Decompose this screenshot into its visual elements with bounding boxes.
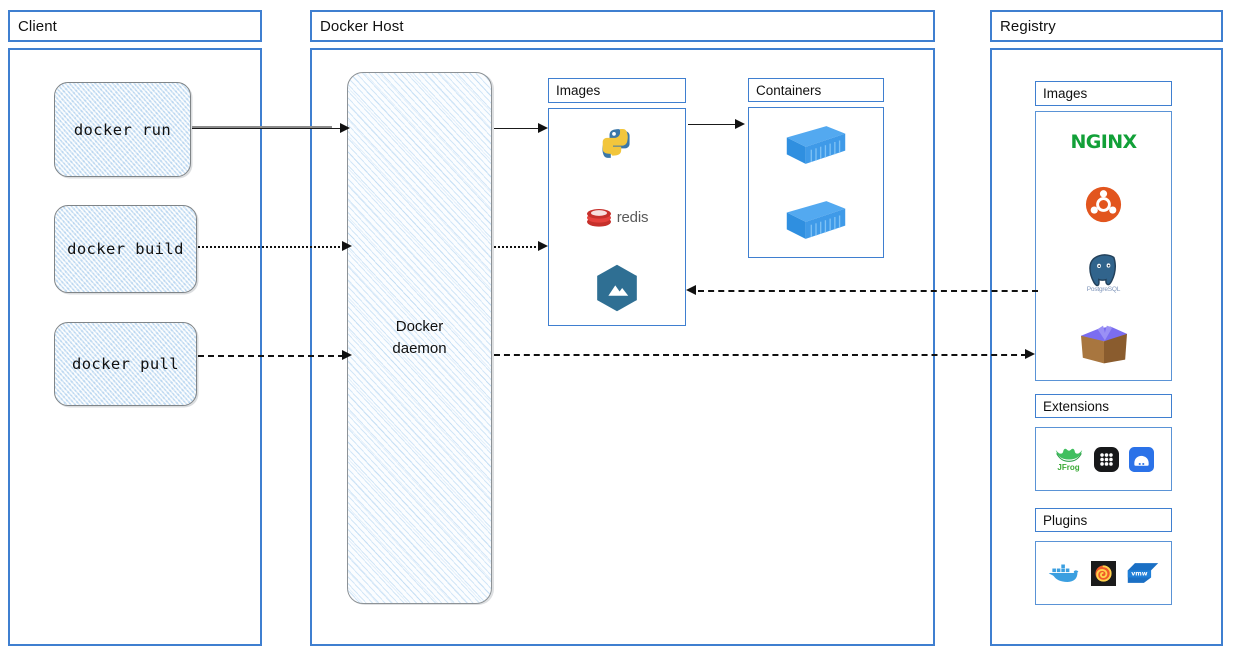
- grid-app-icon: [1093, 446, 1119, 472]
- docker-pull-label: docker pull: [71, 355, 180, 373]
- docker-whale-icon: [1047, 561, 1081, 585]
- docker-build-label: docker build: [67, 240, 184, 258]
- docker-host-panel-header: Docker Host: [310, 10, 935, 42]
- ubuntu-icon: [1085, 179, 1122, 229]
- postgresql-wordmark: PostgreSQL: [1086, 285, 1121, 293]
- host-images-title: Images: [548, 78, 686, 103]
- redis-icon: redis: [586, 189, 649, 245]
- host-containers-title: Containers: [748, 78, 884, 102]
- container-icon: [783, 197, 849, 243]
- package-box-icon: [1075, 315, 1133, 373]
- registry-extensions-title: Extensions: [1035, 394, 1172, 418]
- svg-text:vmw: vmw: [1131, 571, 1148, 578]
- python-icon: [597, 115, 637, 177]
- docker-host-panel-title: Docker Host: [320, 17, 404, 35]
- registry-plugins-title: Plugins: [1035, 508, 1172, 532]
- postgresql-icon: PostgreSQL: [1087, 243, 1121, 301]
- docker-run-label: docker run: [73, 120, 172, 139]
- nginx-wordmark: NGINX: [1070, 131, 1137, 153]
- docker-daemon-box[interactable]: Docker daemon: [347, 72, 492, 604]
- docker-pull-box[interactable]: docker pull: [54, 322, 197, 406]
- nginx-icon: NGINX: [1070, 119, 1137, 165]
- host-images-body: redis: [548, 108, 686, 326]
- client-panel-header: Client: [8, 10, 262, 42]
- docker-daemon-label: Docker daemon: [392, 318, 447, 357]
- registry-panel-header: Registry: [990, 10, 1223, 42]
- registry-images-title: Images: [1035, 81, 1172, 106]
- blue-app-icon: [1128, 446, 1154, 472]
- jfrog-icon: JFrog: [1054, 446, 1084, 472]
- container-icon: [783, 122, 849, 168]
- registry-images-body: NGINX PostgreSQL: [1035, 111, 1172, 381]
- alpine-icon: [594, 257, 640, 319]
- grafana-icon: [1091, 560, 1116, 586]
- vmware-icon: vmw: [1126, 561, 1160, 585]
- redis-wordmark: redis: [616, 208, 649, 226]
- host-containers-body: [748, 107, 884, 258]
- registry-plugins-body: vmw: [1035, 541, 1172, 605]
- client-panel-title: Client: [18, 17, 57, 35]
- registry-extensions-body: JFrog: [1035, 427, 1172, 491]
- docker-run-box[interactable]: docker run: [54, 82, 191, 177]
- docker-build-box[interactable]: docker build: [54, 205, 197, 293]
- jfrog-wordmark: JFrog: [1057, 463, 1080, 472]
- registry-panel-title: Registry: [1000, 17, 1056, 35]
